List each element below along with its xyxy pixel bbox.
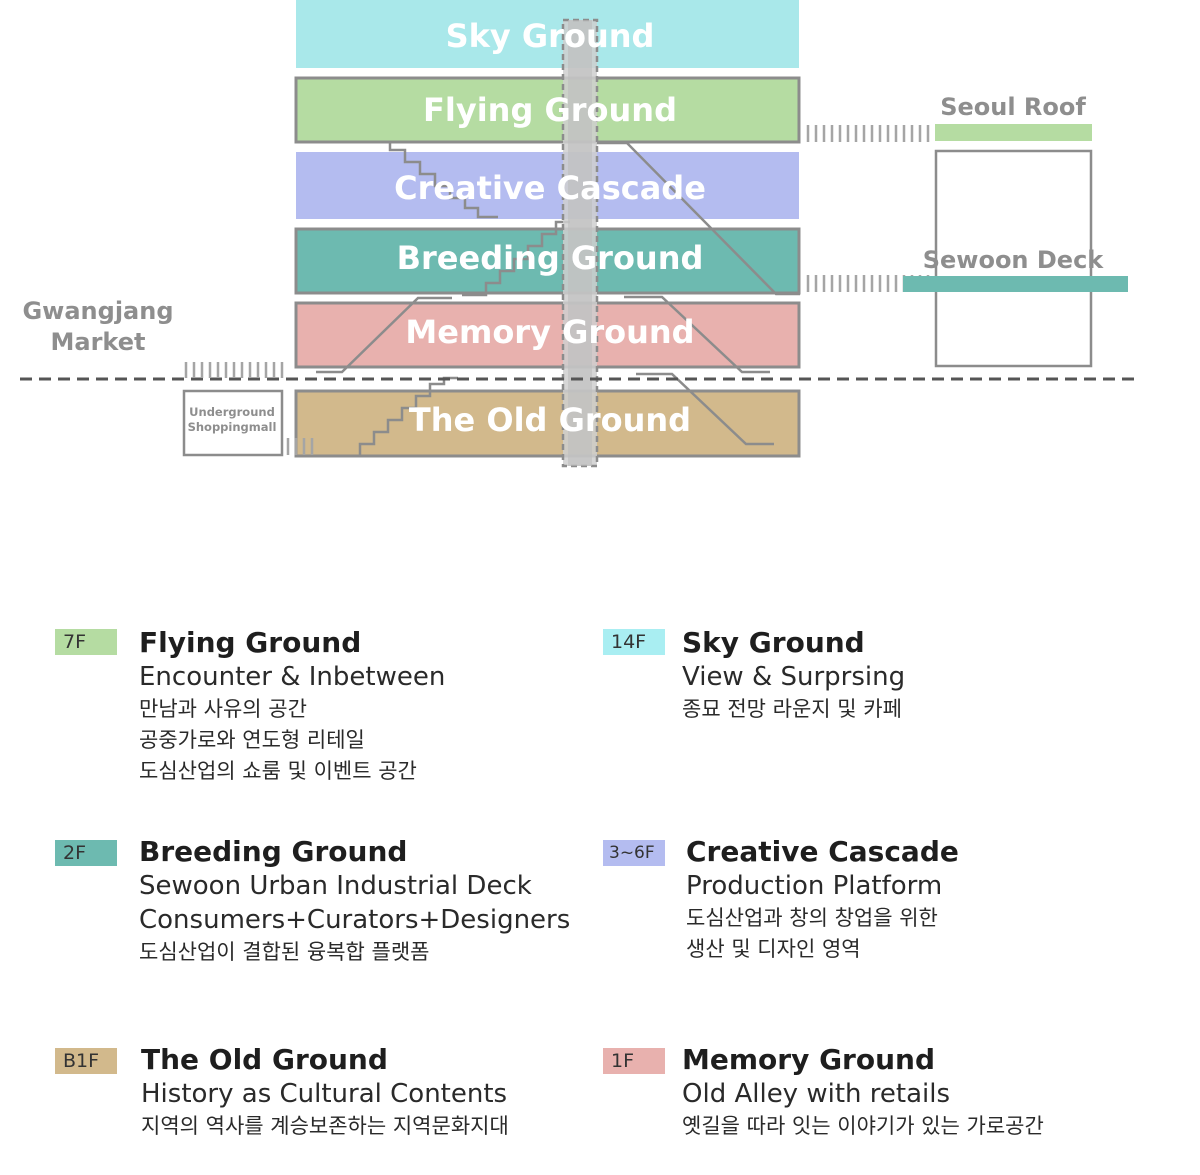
floor-label-creative: Creative Cascade (394, 169, 706, 207)
seoul-roof-label: Seoul Roof (940, 93, 1086, 121)
floor-label-memory: Memory Ground (405, 313, 694, 351)
legend-title: The Old Ground (141, 1043, 388, 1076)
legend-subtitle: Sewoon Urban Industrial Deck (139, 871, 532, 901)
floor-sky (296, 0, 799, 68)
sewoon-deck-label: Sewoon Deck (923, 246, 1105, 274)
legend-title: Creative Cascade (686, 835, 959, 868)
sewoon-deck-bar (903, 276, 1128, 292)
legend-korean-line: 종묘 전망 라운지 및 카페 (682, 697, 902, 721)
legend-tag: 3~6F (603, 840, 665, 866)
floor-breeding (294, 227, 801, 295)
stairs-and-ramps (316, 140, 800, 458)
legend-tag: 2F (55, 840, 117, 866)
floor-label-breeding: Breeding Ground (397, 239, 704, 277)
legend-subtitle: Production Platform (686, 871, 943, 901)
sewoon-building-outline (934, 149, 1093, 368)
legend-title: Memory Ground (682, 1043, 936, 1076)
legend-korean-line: 도심산업과 창의 창업을 위한 (686, 906, 938, 930)
floor-label-flying: Flying Ground (423, 91, 677, 129)
legend-korean-line: 생산 및 디자인 영역 (686, 937, 861, 961)
legend-subtitle: View & Surprsing (682, 662, 906, 692)
underground-label-line2: Shoppingmall (188, 420, 277, 434)
legend-korean-line: 지역의 역사를 계승보존하는 지역문화지대 (141, 1114, 509, 1138)
legend-tag: 14F (603, 629, 665, 655)
legend-korean-line: 공중가로와 연도형 리테일 (139, 728, 365, 752)
floor-flying (294, 76, 801, 144)
floor-label-sky: Sky Ground (446, 17, 655, 55)
legend-tag: 7F (55, 629, 117, 655)
legend-title: Sky Ground (682, 626, 865, 659)
legend-tag: B1F (55, 1048, 117, 1074)
underground-label-line1: Underground (189, 405, 275, 419)
central-core (561, 18, 599, 468)
underground-box (182, 389, 284, 457)
legend-korean-line: 도심산업의 쇼룸 및 이벤트 공간 (139, 759, 417, 783)
legend-korean-line: 도심산업이 결합된 융복합 플랫폼 (139, 940, 430, 964)
legend-korean-line: 만남과 사유의 공간 (139, 697, 307, 721)
gwangjang-label-line2: Market (51, 328, 146, 356)
legend-title: Breeding Ground (139, 835, 408, 868)
seoul-roof-bar (935, 124, 1092, 141)
legend-tag: 1F (603, 1048, 665, 1074)
legend-subtitle: History as Cultural Contents (141, 1079, 508, 1109)
gwangjang-label-line1: Gwangjang (22, 297, 173, 325)
floor-label-old: The Old Ground (409, 401, 691, 439)
legend-subtitle-2: Consumers+Curators+Designers (139, 905, 571, 935)
section-diagram: Sky Ground Flying Ground Creative Cascad… (20, 0, 1140, 468)
legend-subtitle: Encounter & Inbetween (139, 662, 446, 692)
legend-subtitle: Old Alley with retails (682, 1079, 950, 1109)
floor-old (294, 389, 801, 458)
floor-creative (296, 152, 799, 219)
legend-korean-line: 옛길을 따라 잇는 이야기가 있는 가로공간 (682, 1114, 1044, 1138)
legend-title: Flying Ground (139, 626, 362, 659)
